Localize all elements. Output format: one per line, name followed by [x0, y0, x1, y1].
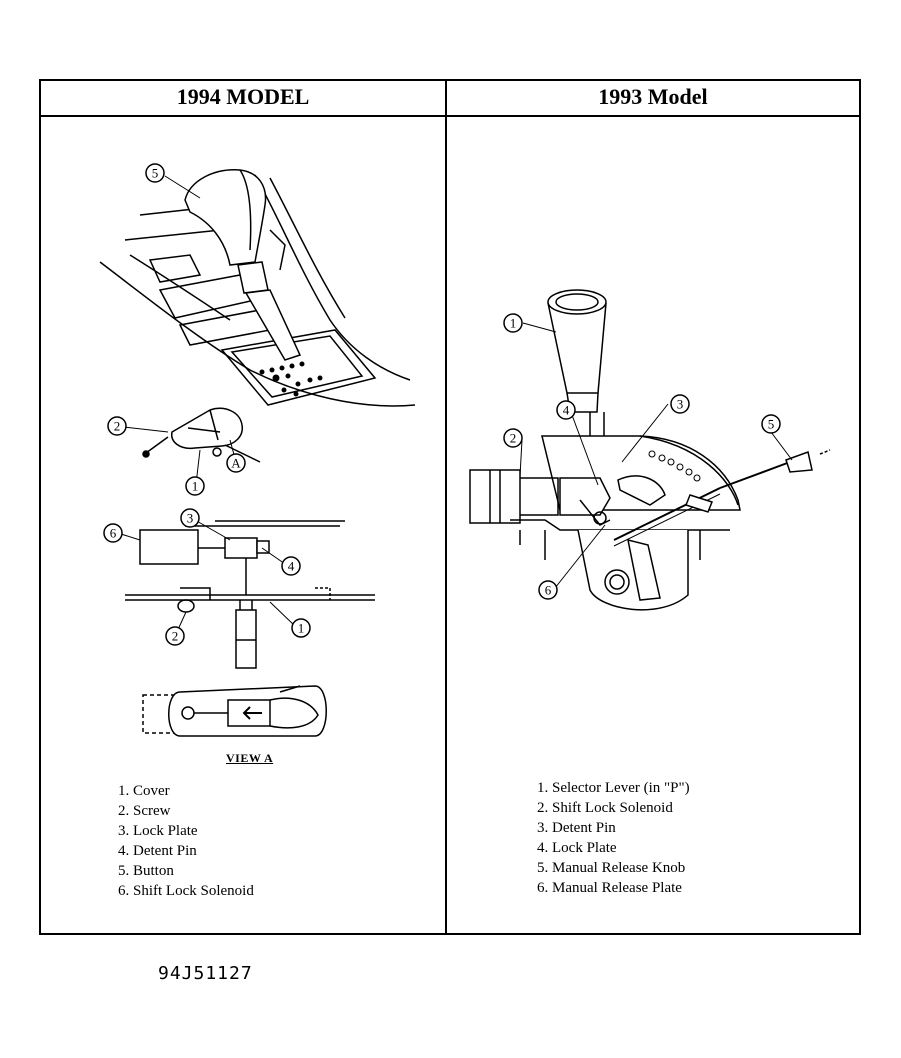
svg-text:2: 2 [114, 419, 121, 434]
figure-id: 94J51127 [158, 963, 253, 984]
callout-2-left-top: 2 [107, 416, 127, 436]
view-a-detail-1994 [142, 685, 327, 737]
callout-5-right: 5 [761, 414, 781, 434]
callout-4-right: 4 [556, 400, 576, 420]
callout-a-left: A [226, 453, 246, 473]
legend-item: 1. Selector Lever (in "P") [537, 780, 690, 796]
lockplate-schematic-1994 [125, 520, 375, 669]
legend-1993: 1. Selector Lever (in "P") 2. Shift Lock… [537, 778, 690, 898]
svg-text:6: 6 [110, 526, 117, 541]
callout-1-right: 1 [503, 313, 523, 333]
diagram-frame [39, 79, 861, 935]
callout-6-right: 6 [538, 580, 558, 600]
svg-text:3: 3 [187, 511, 194, 526]
svg-text:2: 2 [172, 629, 179, 644]
svg-text:2: 2 [510, 431, 517, 446]
header-divider [39, 115, 861, 117]
leader-lines [120, 175, 793, 635]
legend-item: 2. Screw [118, 803, 171, 819]
panel-title-1993: 1993 Model [598, 84, 708, 109]
legend-item: 4. Lock Plate [537, 840, 617, 856]
svg-text:1: 1 [192, 479, 199, 494]
view-a-label: VIEW A [226, 751, 274, 765]
cover-and-screw-1994 [142, 407, 261, 463]
svg-text:4: 4 [288, 559, 295, 574]
svg-text:3: 3 [677, 397, 684, 412]
svg-text:5: 5 [152, 166, 159, 181]
svg-text:5: 5 [768, 417, 775, 432]
svg-text:1: 1 [298, 621, 305, 636]
legend-item: 6. Shift Lock Solenoid [118, 883, 254, 899]
svg-text:A: A [231, 456, 241, 471]
console-shifter-1994 [99, 169, 416, 407]
callout-2-right: 2 [503, 428, 523, 448]
legend-item: 5. Manual Release Knob [537, 860, 686, 876]
callout-2-left-bottom: 2 [165, 626, 185, 646]
svg-text:1: 1 [510, 316, 517, 331]
panel-title-1994: 1994 MODEL [176, 84, 310, 109]
legend-item: 6. Manual Release Plate [537, 880, 682, 896]
callout-1-left-bottom: 1 [291, 618, 311, 638]
callout-6-left: 6 [103, 523, 123, 543]
callout-3-right: 3 [670, 394, 690, 414]
legend-item: 1. Cover [118, 783, 170, 799]
legend-item: 2. Shift Lock Solenoid [537, 800, 673, 816]
legend-item: 4. Detent Pin [118, 843, 197, 859]
legend-item: 3. Detent Pin [537, 820, 616, 836]
selector-assembly-1993 [469, 289, 831, 611]
legend-1994: 1. Cover 2. Screw 3. Lock Plate 4. Deten… [118, 781, 254, 901]
callout-3-left: 3 [180, 508, 200, 528]
legend-item: 3. Lock Plate [118, 823, 198, 839]
callout-4-left: 4 [281, 556, 301, 576]
callout-1-left-top: 1 [185, 476, 205, 496]
callout-balloons: 5 2 A 1 3 6 4 2 1 1 4 3 2 5 6 [103, 163, 781, 646]
panel-divider [445, 79, 447, 935]
svg-text:6: 6 [545, 583, 552, 598]
legend-item: 5. Button [118, 863, 174, 879]
svg-text:4: 4 [563, 403, 570, 418]
callout-5-left: 5 [145, 163, 165, 183]
